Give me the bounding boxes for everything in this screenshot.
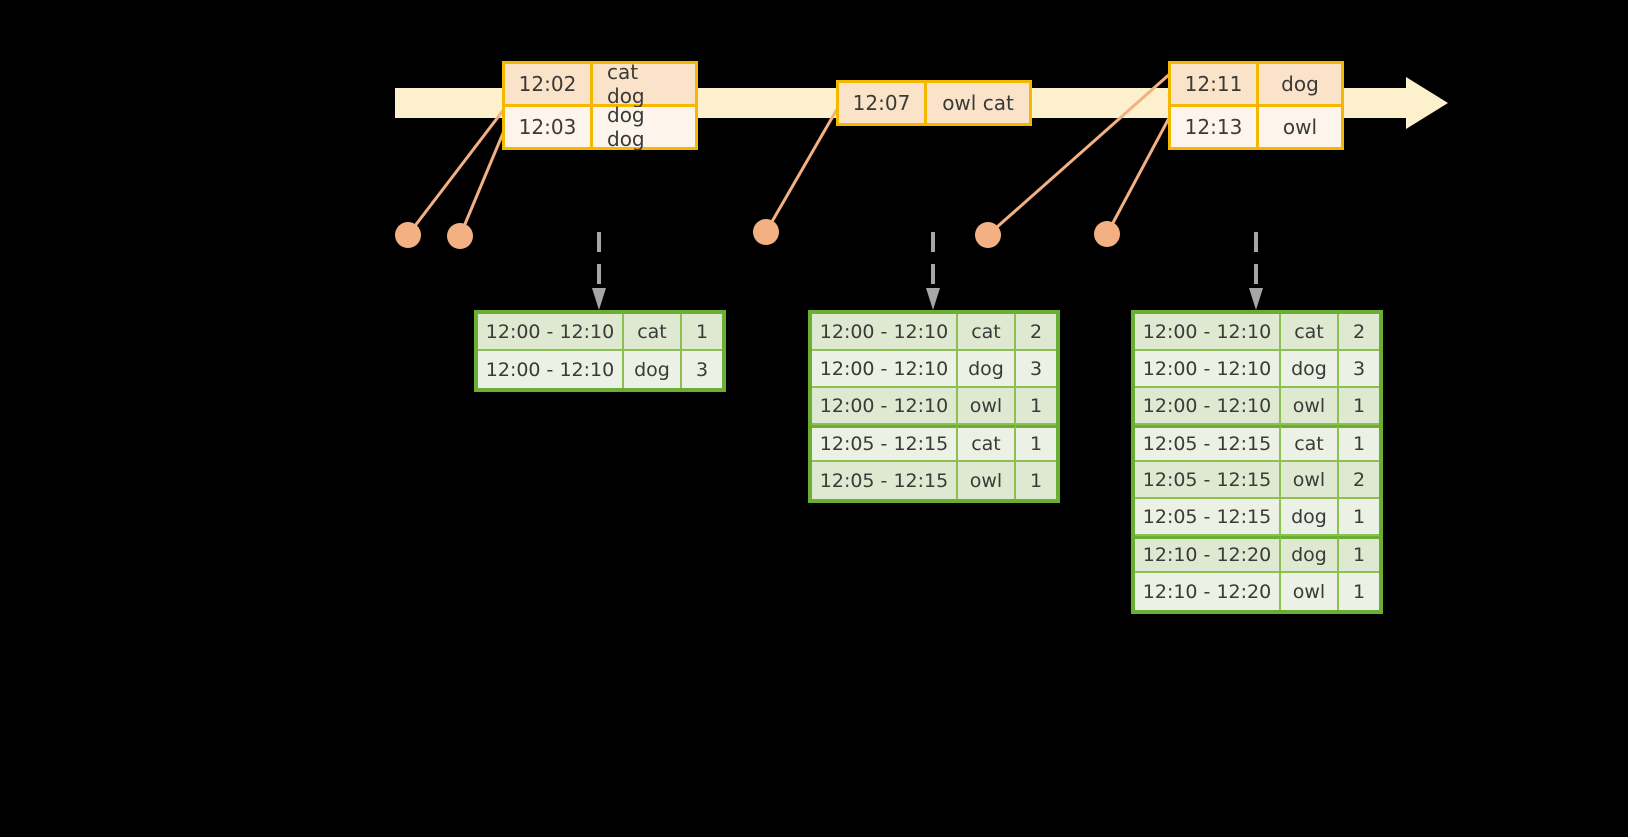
event-row[interactable]: 12:11 dog <box>1171 64 1341 104</box>
connector-line <box>1105 104 1178 235</box>
timeline-arrow-head-icon <box>1406 77 1448 129</box>
cell-word: owl <box>958 462 1016 499</box>
cell-count: 1 <box>1339 536 1379 573</box>
cell-window: 12:00 - 12:10 <box>1135 351 1281 388</box>
event-words: dog dog <box>593 103 695 151</box>
event-box-12-11-12-13[interactable]: 12:11 dog 12:13 owl <box>1168 61 1344 150</box>
cell-window: 12:00 - 12:10 <box>1135 314 1281 351</box>
cell-word: owl <box>958 388 1016 425</box>
event-box-12-07[interactable]: 12:07 owl cat <box>836 80 1032 126</box>
dot-12-02 <box>395 222 421 248</box>
event-row[interactable]: 12:07 owl cat <box>839 83 1029 123</box>
connector-line <box>458 125 508 237</box>
dot-12-07 <box>753 219 779 245</box>
cell-window: 12:05 - 12:15 <box>1135 425 1281 462</box>
cell-count: 1 <box>1339 388 1379 425</box>
event-time: 12:03 <box>505 107 593 147</box>
cell-count: 3 <box>1339 351 1379 388</box>
dot-12-11 <box>975 222 1001 248</box>
event-row[interactable]: 12:02 cat dog <box>505 60 695 108</box>
cell-count: 1 <box>1029 469 1043 492</box>
cell-word: cat <box>958 314 1016 351</box>
cell-count: 3 <box>695 358 709 381</box>
cell-window: 12:05 - 12:15 <box>1135 462 1281 499</box>
cell-window: 12:00 - 12:10 <box>478 351 624 388</box>
event-box-12-02-12-03[interactable]: 12:02 cat dog 12:03 dog dog <box>502 60 698 151</box>
cell-word: cat <box>624 314 682 351</box>
cell-window: 12:00 - 12:10 <box>812 388 958 425</box>
event-time: 12:02 <box>505 64 593 104</box>
event-words: dog <box>1259 64 1341 104</box>
cell-word: dog <box>958 351 1016 388</box>
event-time: 12:13 <box>1171 107 1259 147</box>
event-words: owl <box>1259 107 1341 147</box>
trigger-arrow-icon <box>1249 232 1263 310</box>
cell-window: 12:00 - 12:10 <box>812 314 958 351</box>
event-time: 12:11 <box>1171 64 1259 104</box>
cell-count: 3 <box>1016 351 1056 388</box>
event-row[interactable]: 12:03 dog dog <box>505 103 695 151</box>
cell-count: 1 <box>1339 425 1379 462</box>
cell-count: 1 <box>682 314 722 351</box>
cell-count: 1 <box>1339 499 1379 536</box>
cell-count: 1 <box>1016 388 1056 425</box>
dot-12-03 <box>447 223 473 249</box>
cell-word: cat <box>1281 314 1339 351</box>
cell-word: dog <box>1281 499 1339 536</box>
cell-window: 12:00 - 12:10 <box>478 314 624 351</box>
cell-window: 12:00 - 12:10 <box>1135 388 1281 425</box>
cell-word: dog <box>1281 351 1339 388</box>
cell-word: cat <box>958 425 1016 462</box>
cell-count: 2 <box>1016 314 1056 351</box>
trigger-arrow-icon <box>926 232 940 310</box>
cell-word: owl <box>1281 573 1339 610</box>
cell-window: 12:05 - 12:15 <box>812 462 958 499</box>
cell-window: 12:10 - 12:20 <box>1135 536 1281 573</box>
cell-word: dog <box>1281 536 1339 573</box>
cell-count: 2 <box>1339 314 1379 351</box>
event-words: cat dog <box>593 60 695 108</box>
event-words: owl cat <box>927 83 1029 123</box>
dot-12-13 <box>1094 221 1120 247</box>
cell-window: 12:05 - 12:15 <box>1135 499 1281 536</box>
cell-window: 12:05 - 12:15 <box>812 425 958 462</box>
cell-word: cat <box>1281 425 1339 462</box>
cell-count: 1 <box>1016 425 1056 462</box>
cell-word: owl <box>1281 388 1339 425</box>
event-time: 12:07 <box>839 83 927 123</box>
event-row[interactable]: 12:13 owl <box>1171 104 1341 147</box>
cell-count: 2 <box>1339 462 1379 499</box>
connector-line <box>406 103 510 236</box>
cell-count: 1 <box>1352 580 1366 603</box>
cell-word: dog <box>624 351 682 388</box>
cell-word: owl <box>1281 462 1339 499</box>
trigger-arrow-icon <box>592 232 606 310</box>
connector-line <box>764 103 842 233</box>
cell-window: 12:10 - 12:20 <box>1135 573 1281 610</box>
cell-window: 12:00 - 12:10 <box>812 351 958 388</box>
